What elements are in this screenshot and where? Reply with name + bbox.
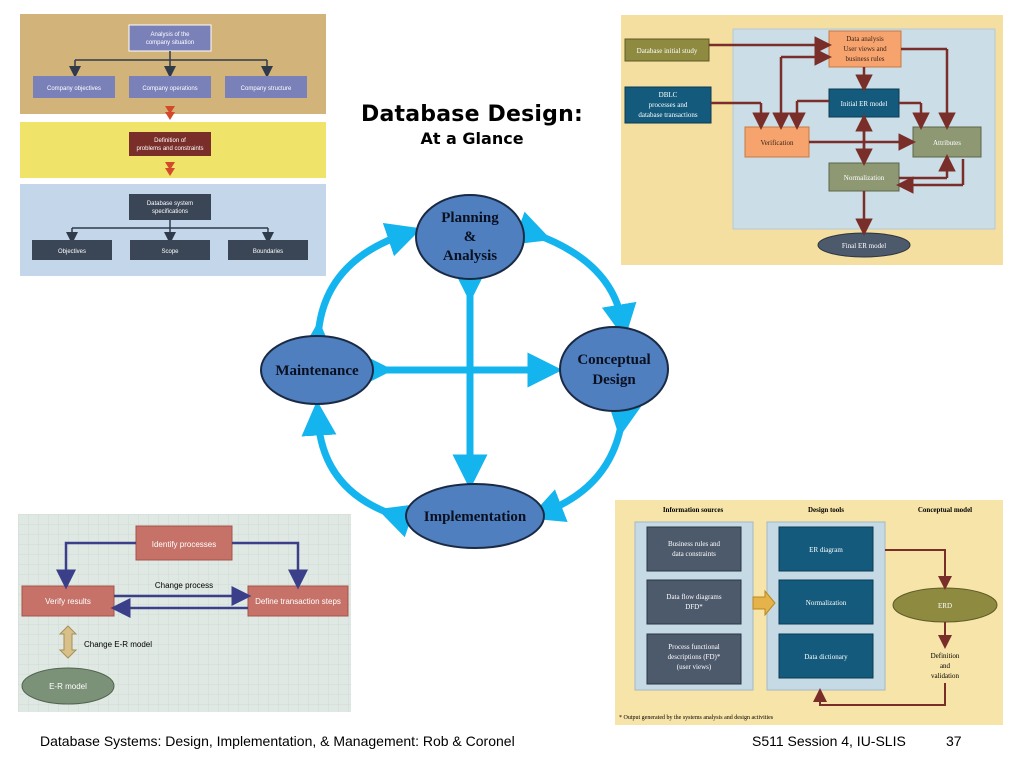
data-analysis-text-1: Data analysis xyxy=(846,35,884,43)
er-model-text: E-R model xyxy=(49,682,87,691)
conceptual-model-header: Conceptual model xyxy=(918,506,972,514)
footer-page-number: 37 xyxy=(946,733,962,749)
data-analysis-box xyxy=(828,30,902,68)
company-structure-text: Company structure xyxy=(241,86,292,92)
design-cycle-diagram: Planning & Analysis Conceptual Design Ma… xyxy=(260,194,669,549)
down-arrow-2 xyxy=(165,168,175,176)
footer-session: S511 Session 4, IU-SLIS xyxy=(752,733,906,749)
analysis-text-2: company situation xyxy=(146,40,194,46)
definition-text-1: Definition xyxy=(931,652,960,660)
er-model-ellipse xyxy=(21,667,115,705)
spec-text-1: Database system xyxy=(147,201,193,207)
attributes-text: Attributes xyxy=(933,139,961,147)
conceptual-design-node xyxy=(559,326,669,412)
conceptual-model-diagram: Information sources Design tools Concept… xyxy=(615,500,1003,725)
process-text-1: Process functional xyxy=(668,643,720,651)
company-structure-box xyxy=(225,76,307,98)
define-text: Define transaction steps xyxy=(255,597,341,606)
normalization-text: Normalization xyxy=(844,174,885,182)
scope-box xyxy=(130,240,210,260)
planning-conceptual-arrow xyxy=(512,211,637,340)
boundaries-text: Boundaries xyxy=(253,249,283,255)
flow-arrow-icon xyxy=(752,589,776,617)
process-box xyxy=(646,633,742,685)
dfd-text-2: DFD* xyxy=(685,603,703,611)
implementation-text: Implementation xyxy=(424,509,527,525)
analysis-text-1: Analysis of the xyxy=(150,32,190,38)
define-box xyxy=(247,585,349,617)
company-operations-text: Company operations xyxy=(142,86,197,92)
er-diagram-text: ER diagram xyxy=(809,546,843,554)
implementation-maintenance-arrow xyxy=(301,400,417,538)
dictionary-text: Data dictionary xyxy=(804,653,848,661)
initial-study-text: Database initial study xyxy=(637,47,698,55)
company-operations-box xyxy=(129,76,211,98)
footer-citation: Database Systems: Design, Implementation… xyxy=(40,733,515,749)
initial-er-text: Initial ER model xyxy=(841,100,888,108)
definition-text-1: Definition of xyxy=(154,138,186,144)
footnote-text: * Output generated by the systems analys… xyxy=(619,715,774,721)
transaction-process-diagram: Identify processes Verify results Define… xyxy=(18,514,351,712)
erd-text: ERD xyxy=(938,602,952,610)
verify-text: Verify results xyxy=(45,597,91,606)
implementation-node xyxy=(405,483,545,549)
definition-box xyxy=(129,132,211,156)
normalization-tool-text: Normalization xyxy=(806,599,847,607)
conceptual-text-1: Conceptual xyxy=(577,352,650,368)
definition-text-3: validation xyxy=(931,672,959,680)
data-analysis-text-2: User views and xyxy=(843,45,887,53)
er-diagram-box xyxy=(778,526,874,572)
initial-study-box xyxy=(624,38,710,62)
dfd-text-1: Data flow diagrams xyxy=(666,593,721,601)
conceptual-implementation-arrow xyxy=(528,400,642,522)
change-er-arrow-icon xyxy=(58,625,78,659)
dfd-box xyxy=(646,579,742,625)
dblc-text-1: DBLC xyxy=(659,91,678,99)
title-sub: At a Glance xyxy=(420,129,524,148)
definition-text-2: problems and constraints xyxy=(136,146,203,152)
scope-text: Scope xyxy=(161,249,179,255)
change-er-text: Change E-R model xyxy=(84,640,152,649)
planning-analysis-node xyxy=(415,194,525,280)
down-arrow-1 xyxy=(165,112,175,120)
rules-text-1: Business rules and xyxy=(668,540,721,548)
conceptual-text-2: Design xyxy=(592,372,636,388)
maintenance-text: Maintenance xyxy=(275,363,359,379)
company-objectives-box xyxy=(33,76,115,98)
planning-text-2: & xyxy=(464,229,477,245)
normalization-tool-box xyxy=(778,579,874,625)
spec-box xyxy=(129,194,211,220)
process-text-3: (user views) xyxy=(677,663,712,671)
maintenance-node xyxy=(260,335,374,405)
title-main: Database Design: xyxy=(361,102,583,127)
dblc-text-3: database transactions xyxy=(638,111,698,119)
data-analysis-text-3: business rules xyxy=(845,55,884,63)
final-er-text: Final ER model xyxy=(842,242,886,250)
definition-text-2: and xyxy=(940,662,951,670)
company-objectives-text: Company objectives xyxy=(47,86,101,92)
boundaries-box xyxy=(228,240,308,260)
verification-text: Verification xyxy=(760,139,794,147)
maintenance-planning-arrow xyxy=(299,223,422,357)
slide-title: Database Design: At a Glance xyxy=(330,102,614,148)
dictionary-box xyxy=(778,633,874,679)
dblc-text-2: processes and xyxy=(649,101,688,109)
info-sources-header: Information sources xyxy=(663,506,724,514)
rules-box xyxy=(646,526,742,572)
er-model-flow-diagram: Database initial study Data analysis Use… xyxy=(621,15,1003,265)
rules-text-2: data constraints xyxy=(672,550,716,558)
objectives-text: Objectives xyxy=(58,249,86,255)
company-analysis-diagram: Analysis of the company situation Compan… xyxy=(20,14,326,276)
spec-text-2: specifications xyxy=(152,209,188,215)
change-process-text: Change process xyxy=(155,581,213,590)
analysis-box xyxy=(128,24,212,52)
identify-text: Identify processes xyxy=(152,540,216,549)
planning-text-3: Analysis xyxy=(443,248,497,264)
process-text-2: descriptions (FD)* xyxy=(668,653,721,661)
planning-text-1: Planning xyxy=(441,210,499,226)
dblc-box xyxy=(624,86,712,124)
design-tools-header: Design tools xyxy=(808,506,844,514)
objectives-box xyxy=(32,240,112,260)
